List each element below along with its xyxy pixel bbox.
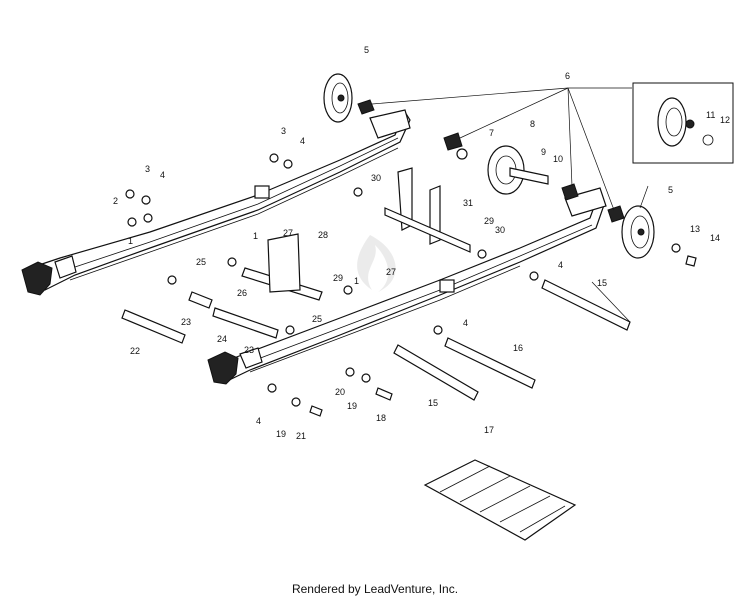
callout-22: 22 [130,346,140,356]
bushing-2 [443,132,463,151]
bushing-3 [561,183,579,201]
callout-30b: 30 [495,225,505,235]
callout-4e: 4 [256,416,261,426]
callout-9: 9 [541,147,546,157]
bushing-4 [607,205,625,223]
callout-5b: 5 [668,185,673,195]
callout-29a: 29 [484,216,494,226]
footer-credit: Rendered by LeadVenture, Inc. [291,582,459,596]
callout-27a: 27 [283,228,293,238]
track-section [423,459,577,541]
callout-13: 13 [690,224,700,234]
right-rail [207,187,607,385]
left-rail [21,109,411,296]
callout-4a: 4 [300,136,305,146]
callout-10: 10 [553,154,563,164]
callout-4c: 4 [558,260,563,270]
hardware [125,148,697,417]
shaft-23-upper [188,291,213,309]
callout-5a: 5 [364,45,369,55]
callout-19a: 19 [347,401,357,411]
callout-11: 11 [706,110,715,120]
bushing-1 [357,99,375,115]
callout-6: 6 [565,71,570,81]
wheel-detail-inset [632,82,734,164]
callout-28: 28 [318,230,328,240]
axle-24 [212,307,279,339]
callout-30a: 30 [371,173,381,183]
callout-23b: 23 [244,345,254,355]
callout-4b: 4 [160,170,165,180]
callout-4d: 4 [463,318,468,328]
callout-1c: 1 [354,276,359,286]
callout-26: 26 [237,288,247,298]
idler-wheel-top [323,73,353,123]
callout-29b: 29 [333,273,343,283]
torque-arm [384,167,471,253]
callout-25a: 25 [196,257,206,267]
callout-27b: 27 [386,267,396,277]
callout-3b: 3 [145,164,150,174]
callout-2: 2 [113,196,118,206]
callout-18: 18 [376,413,386,423]
shaft-22 [121,309,186,344]
callout-17: 17 [484,425,494,435]
callout-labels: 5 6 3 4 8 7 9 10 11 12 3 4 2 30 31 5 1 1… [113,45,730,441]
callout-15a: 15 [597,278,607,288]
callout-20: 20 [335,387,345,397]
callout-25b: 25 [312,314,322,324]
shaft-29-left [241,233,323,301]
leader-lines [371,87,649,323]
callout-21: 21 [296,431,306,441]
callout-3a: 3 [281,126,286,136]
callout-16: 16 [513,343,523,353]
callout-12: 12 [720,115,730,125]
callout-7: 7 [489,128,494,138]
callout-1a: 1 [128,236,133,246]
idler-wheel-mid [487,145,549,195]
callout-1b: 1 [253,231,258,241]
callout-23a: 23 [181,317,191,327]
idler-wheel-right [621,205,655,259]
shaft-16 [444,337,536,389]
callout-24: 24 [217,334,227,344]
callout-31: 31 [463,198,473,208]
watermark-logo [357,235,396,292]
callout-19b: 19 [276,429,286,439]
shaft-15-upper [541,279,631,331]
callout-8: 8 [530,119,535,129]
callout-15b: 15 [428,398,438,408]
shaft-15-lower [393,344,479,401]
callout-14: 14 [710,233,720,243]
